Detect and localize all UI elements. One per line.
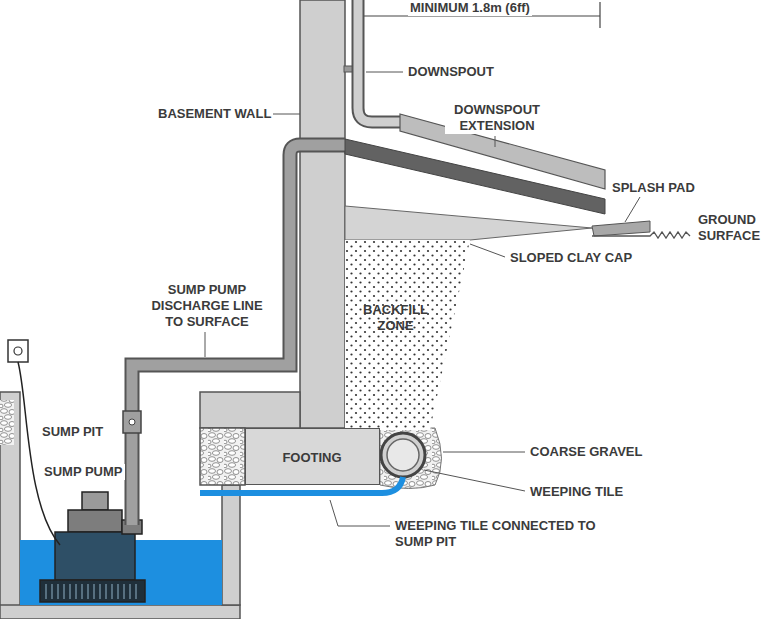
downspout [358, 0, 405, 122]
grill-slot [81, 584, 83, 599]
grill-slot [117, 584, 119, 599]
outlet-socket [14, 347, 22, 355]
node-label: FOOTING [257, 450, 367, 466]
floor-gravel [0, 400, 14, 445]
grill-slot [99, 584, 101, 599]
part-label: BASEMENT WALL [156, 106, 273, 122]
grill-slot [87, 584, 89, 599]
grill-slot [105, 584, 107, 599]
part-label: SPLASH PAD [610, 180, 697, 196]
part-label: DOWNSPOUT EXTENSION [445, 102, 549, 134]
backfill-shape [345, 240, 470, 430]
power-cord [18, 362, 60, 545]
downspout-inner [358, 0, 405, 122]
part-label: COARSE GRAVEL [528, 444, 644, 460]
part-label: GROUND SURFACE [696, 212, 772, 244]
footing-gravel [200, 428, 245, 485]
part-label: WEEPING TILE [528, 484, 625, 500]
grill-slot [123, 584, 125, 599]
grill-slot [45, 584, 47, 599]
downspout-strap [344, 66, 352, 72]
grill-slot [75, 584, 77, 599]
sloped-clay-cap [345, 206, 592, 240]
ground-surface-line [592, 232, 690, 238]
grill-slot [57, 584, 59, 599]
grill-slot [63, 584, 65, 599]
part-label: SUMP PIT [40, 424, 105, 440]
node-label: BACKFILL ZONE [356, 302, 436, 334]
check-valve-dot [129, 419, 135, 425]
basement-wall [300, 0, 345, 428]
grill-slot [69, 584, 71, 599]
grill-slot [129, 584, 131, 599]
part-label: SUMP PUMP [42, 464, 125, 480]
part-label: SLOPED CLAY CAP [508, 250, 634, 266]
backfill-fill [345, 240, 470, 430]
sump-pit-walls [0, 392, 300, 619]
weeping-tile-bore [387, 439, 419, 471]
splash-pad [592, 221, 650, 236]
weeping-tile [381, 433, 425, 477]
electrical-outlet [8, 340, 28, 362]
backfill-zone: BACKFILL ZONE [345, 240, 470, 430]
grill-slot [135, 584, 137, 599]
part-label: DOWNSPOUT [406, 64, 496, 80]
dimension-label: MINIMUM 1.8m (6ff) [408, 0, 532, 16]
grill-slot [51, 584, 53, 599]
part-label: WEEPING TILE CONNECTED TO SUMP PIT [393, 518, 617, 550]
part-label: SUMP PUMP DISCHARGE LINE TO SURFACE [143, 282, 271, 330]
grill-slot [111, 584, 113, 599]
coarse-gravel [380, 428, 442, 489]
pump-grill [46, 584, 136, 599]
check-valve [123, 411, 141, 433]
grill-slot [93, 584, 95, 599]
footing: FOOTING [245, 428, 380, 485]
